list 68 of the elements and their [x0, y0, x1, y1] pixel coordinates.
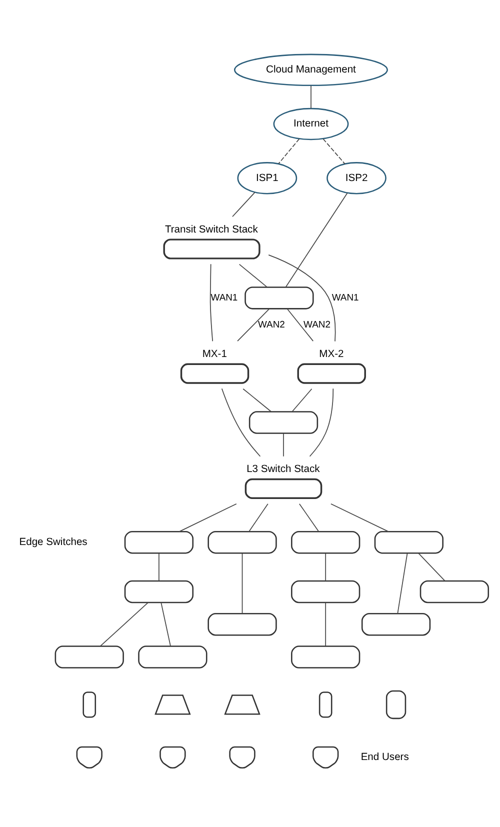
connector: [298, 503, 319, 532]
edge-label: WAN2: [258, 319, 285, 330]
node-person: [76, 746, 102, 769]
node-box: [244, 286, 314, 310]
node-box: [420, 580, 490, 604]
node-box: [244, 478, 322, 499]
connector: [418, 552, 446, 582]
node-box: [138, 646, 208, 668]
node-ellipse: Internet: [273, 108, 349, 140]
connector: [292, 388, 312, 412]
connector: [310, 85, 312, 109]
connector: [268, 254, 336, 342]
node-label: Transit Switch Stack: [164, 224, 258, 236]
node-box: [297, 363, 366, 384]
node-ellipse: ISP2: [326, 162, 386, 194]
node-box: [361, 613, 431, 636]
connector: [278, 138, 300, 164]
node-tablet: [386, 690, 406, 720]
node-box: [124, 580, 194, 604]
node-box: [124, 530, 194, 554]
connector: [242, 552, 243, 614]
node-box: [291, 530, 360, 554]
connector: [232, 192, 256, 218]
node-label: MX-2: [319, 348, 344, 360]
node-ellipse: Cloud Management: [234, 54, 388, 86]
connector: [178, 503, 237, 532]
node-laptop: [224, 694, 260, 715]
connector: [325, 602, 326, 647]
node-box: [374, 530, 444, 554]
connector: [397, 552, 408, 614]
connector: [283, 432, 284, 457]
node-person: [160, 746, 186, 769]
node-laptop: [154, 694, 191, 715]
node-box: [54, 646, 124, 668]
connector: [330, 503, 389, 532]
label: End Users: [360, 752, 409, 763]
node-phone: [318, 692, 332, 718]
connector: [238, 264, 268, 288]
connector: [100, 602, 148, 647]
edge-label: WAN2: [304, 319, 330, 330]
node-box: [163, 238, 260, 260]
connector: [158, 552, 160, 582]
connector: [325, 552, 326, 582]
connector: [221, 388, 261, 457]
connector: [237, 308, 270, 342]
edge-label: WAN1: [332, 292, 359, 304]
node-box: [208, 530, 277, 554]
node-ellipse: ISP1: [237, 162, 298, 194]
node-box: [208, 613, 277, 636]
label: Edge Switches: [19, 537, 88, 548]
node-box: [248, 411, 318, 434]
connector: [248, 503, 268, 532]
node-box: [180, 363, 250, 384]
connector: [242, 388, 272, 412]
connector: [210, 264, 214, 342]
node-label: MX-1: [202, 348, 227, 360]
edge-label: WAN1: [210, 292, 238, 304]
node-person: [229, 746, 256, 769]
node-box: [291, 646, 360, 668]
connector: [160, 602, 171, 647]
node-box: [291, 580, 360, 604]
connector: [309, 388, 334, 457]
node-phone: [82, 692, 96, 718]
connector: [286, 308, 314, 342]
connector: [285, 192, 348, 288]
node-label: L3 Switch Stack: [246, 464, 320, 475]
connector: [322, 138, 346, 164]
node-person: [312, 746, 339, 769]
